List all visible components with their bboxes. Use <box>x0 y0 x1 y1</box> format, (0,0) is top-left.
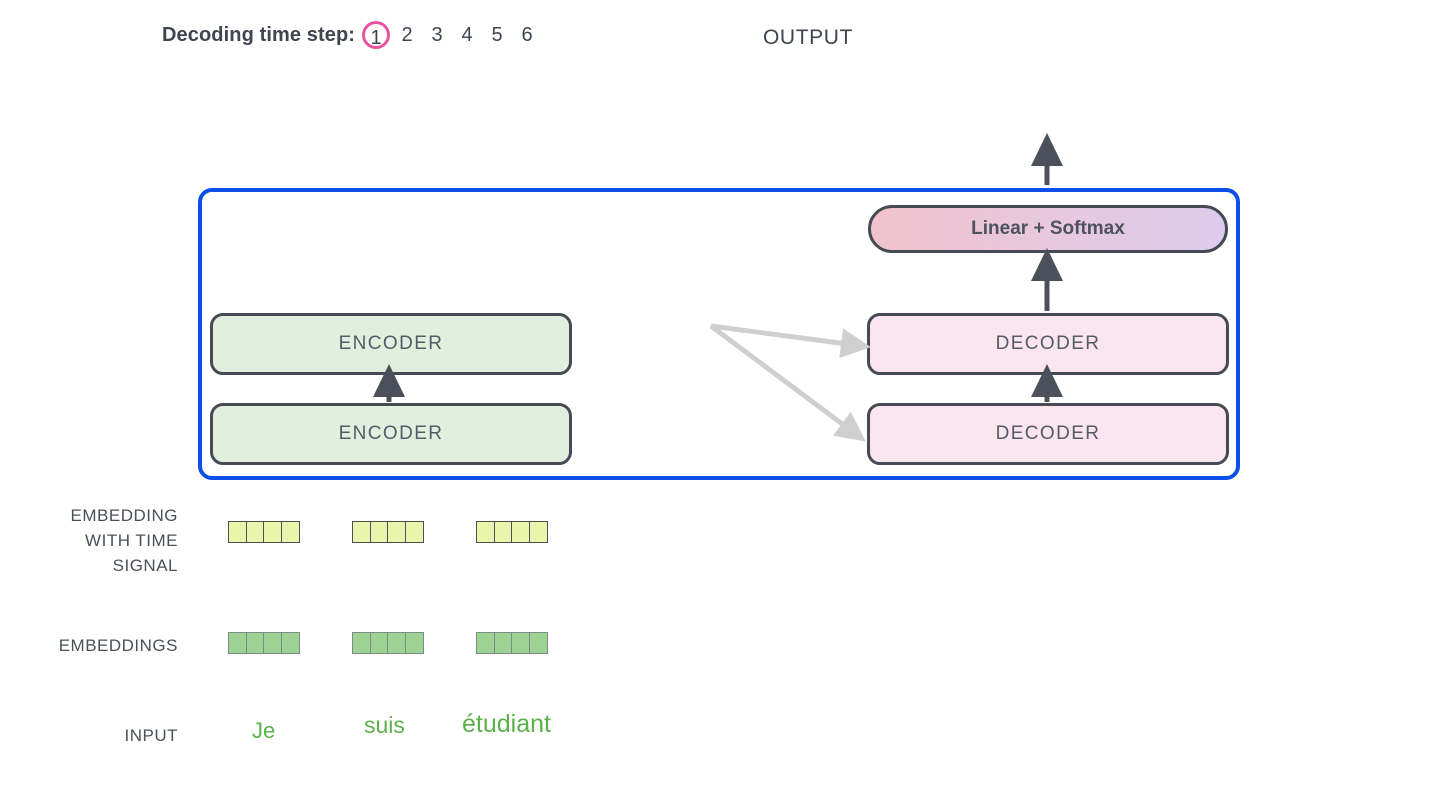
vector-cell <box>245 521 265 543</box>
label-line-1: EMBEDDING <box>70 506 178 525</box>
vector-cell <box>263 521 282 543</box>
timestep-3[interactable]: 3 <box>431 24 443 46</box>
vector-cell <box>369 521 389 543</box>
vector-cell <box>387 521 406 543</box>
output-label: OUTPUT <box>763 26 853 49</box>
embedding-vector-etudiant <box>476 632 548 654</box>
input-word-etudiant: étudiant <box>462 710 551 738</box>
label-input: INPUT <box>124 726 178 745</box>
vector-cell <box>493 632 513 654</box>
vector-cell <box>280 632 300 654</box>
timestep-4[interactable]: 4 <box>461 24 473 46</box>
timestep-1[interactable]: 1 <box>362 21 391 49</box>
timestep-2[interactable]: 2 <box>401 24 413 46</box>
vector-cell <box>476 632 495 654</box>
input-word-je: Je <box>252 718 276 743</box>
decoding-timestep-bar: Decoding time step: 1 2 3 4 5 6 <box>162 20 542 50</box>
decoder-block-top[interactable]: DECODER <box>867 313 1229 375</box>
vector-cell <box>228 632 247 654</box>
vector-cell <box>352 521 371 543</box>
vector-cell <box>280 521 300 543</box>
label-line-2: WITH TIME <box>85 531 178 550</box>
encoder-block-top[interactable]: ENCODER <box>210 313 572 375</box>
time-signal-vector-etudiant <box>476 521 548 543</box>
label-line-3: SIGNAL <box>112 556 178 575</box>
vector-cell <box>528 521 548 543</box>
vector-cell <box>476 521 495 543</box>
vector-cell <box>387 632 406 654</box>
vector-cell <box>369 632 389 654</box>
vector-cell <box>263 632 282 654</box>
label-embedding-with-time-signal: EMBEDDING WITH TIME SIGNAL <box>0 503 178 578</box>
vector-cell <box>404 632 424 654</box>
vector-cell <box>528 632 548 654</box>
time-signal-vector-je <box>228 521 300 543</box>
time-signal-vector-suis <box>352 521 424 543</box>
vector-cell <box>404 521 424 543</box>
vector-cell <box>228 521 247 543</box>
vector-cell <box>245 632 265 654</box>
vector-cell <box>511 632 530 654</box>
input-word-suis: suis <box>364 712 405 738</box>
timestep-6[interactable]: 6 <box>521 24 533 46</box>
embedding-vector-je <box>228 632 300 654</box>
encoder-block-bottom[interactable]: ENCODER <box>210 403 572 465</box>
vector-cell <box>493 521 513 543</box>
decoding-timestep-label: Decoding time step: <box>162 23 356 46</box>
vector-cell <box>511 521 530 543</box>
embedding-vector-suis <box>352 632 424 654</box>
decoder-block-bottom[interactable]: DECODER <box>867 403 1229 465</box>
linear-softmax-block[interactable]: Linear + Softmax <box>868 205 1228 253</box>
vector-cell <box>352 632 371 654</box>
timestep-list: 1 2 3 4 5 6 <box>362 20 542 50</box>
label-embeddings: EMBEDDINGS <box>58 636 178 655</box>
timestep-5[interactable]: 5 <box>491 24 503 46</box>
